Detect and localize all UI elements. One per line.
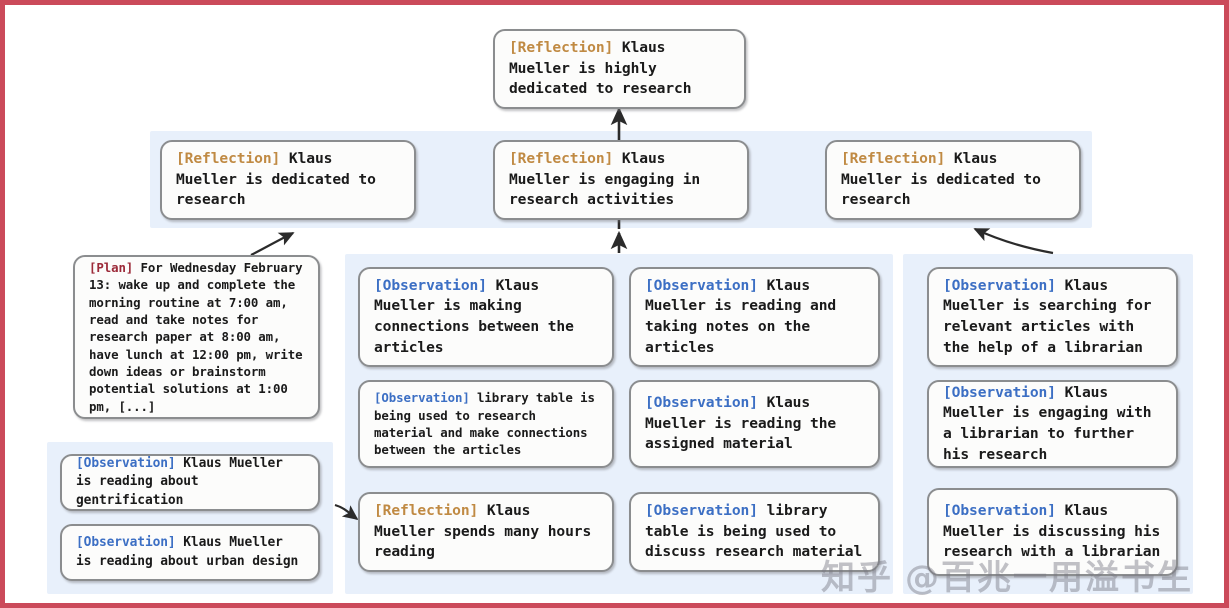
tag-reflection: [Reflection] (176, 149, 281, 167)
node-text: [Plan] For Wednesday February 13: wake u… (75, 259, 318, 415)
tag-observation: [Observation] (645, 276, 758, 294)
node-row2-reflection-3[interactable]: [Reflection] Klaus Mueller is dedicated … (825, 140, 1081, 220)
node-column-c-3[interactable]: [Observation] library table is being use… (629, 492, 880, 572)
node-body: Klaus Mueller is reading about urban des… (76, 535, 299, 569)
node-column-b-3[interactable]: [Reflection] Klaus Mueller spends many h… (358, 492, 614, 572)
node-body: For Wednesday February 13: wake up and c… (89, 259, 310, 414)
tag-observation: [Observation] (374, 390, 470, 406)
tag-reflection: [Reflection] (509, 149, 614, 167)
node-body: Klaus Mueller spends many hours reading (374, 501, 600, 561)
node-column-b-1[interactable]: [Observation] Klaus Mueller is making co… (358, 267, 614, 367)
node-text: [Reflection] Klaus Mueller is dedicated … (827, 149, 1079, 211)
tag-observation: [Observation] (645, 393, 758, 411)
node-text: [Observation] Klaus Mueller is searching… (929, 276, 1176, 359)
node-body: Klaus Mueller is reading and taking note… (645, 276, 845, 356)
tag-observation: [Observation] (374, 276, 487, 294)
tag-observation: [Observation] (76, 535, 176, 551)
tag-observation: [Observation] (76, 456, 176, 472)
node-body: library table is being used to research … (374, 390, 603, 458)
node-text: [Observation] Klaus Mueller is making co… (360, 276, 612, 359)
node-column-d-2[interactable]: [Observation] Klaus Mueller is engaging … (927, 380, 1178, 468)
node-body: Klaus Mueller is engaging in research ac… (509, 149, 709, 209)
node-plan[interactable]: [Plan] For Wednesday February 13: wake u… (73, 255, 320, 419)
node-text: [Observation] Klaus Mueller is reading t… (631, 393, 878, 455)
node-body: Klaus Mueller is dedicated to research (841, 149, 1050, 209)
node-text: [Observation] Klaus Mueller is reading a… (62, 534, 318, 571)
node-row2-reflection-1[interactable]: [Reflection] Klaus Mueller is dedicated … (160, 140, 416, 220)
node-text: [Reflection] Klaus Mueller spends many h… (360, 501, 612, 563)
tag-observation: [Observation] (943, 501, 1056, 519)
tag-observation: [Observation] (943, 276, 1056, 294)
node-body: Klaus Mueller is reading the assigned ma… (645, 393, 845, 453)
node-text: [Reflection] Klaus Mueller is highly ded… (495, 38, 744, 100)
node-text: [Observation] Klaus Mueller is discussin… (929, 501, 1176, 563)
tag-reflection: [Reflection] (841, 149, 946, 167)
node-text: [Observation] library table is being use… (360, 389, 612, 458)
tag-plan: [Plan] (89, 259, 134, 275)
node-column-d-1[interactable]: [Observation] Klaus Mueller is searching… (927, 267, 1178, 367)
node-column-c-2[interactable]: [Observation] Klaus Mueller is reading t… (629, 380, 880, 468)
node-left-observation-2[interactable]: [Observation] Klaus Mueller is reading a… (60, 524, 320, 581)
node-body: Klaus Mueller is reading about gentrific… (76, 456, 291, 508)
node-body: Klaus Mueller is dedicated to research (176, 149, 385, 209)
node-top-reflection[interactable]: [Reflection] Klaus Mueller is highly ded… (493, 29, 746, 109)
node-text: [Reflection] Klaus Mueller is engaging i… (495, 149, 747, 211)
node-text: [Observation] Klaus Mueller is reading a… (631, 276, 878, 359)
node-column-d-3[interactable]: [Observation] Klaus Mueller is discussin… (927, 488, 1178, 576)
node-text: [Observation] Klaus Mueller is engaging … (929, 383, 1176, 466)
tag-reflection: [Reflection] (509, 38, 614, 56)
node-column-c-1[interactable]: [Observation] Klaus Mueller is reading a… (629, 267, 880, 367)
watermark-logo: 知乎 (821, 558, 893, 598)
node-column-b-2[interactable]: [Observation] library table is being use… (358, 380, 614, 468)
node-body: Klaus Mueller is highly dedicated to res… (509, 38, 692, 98)
node-text: [Reflection] Klaus Mueller is dedicated … (162, 149, 414, 211)
watermark-handle: @百兆一用溢书生 (905, 558, 1193, 598)
node-body: Klaus Mueller is engaging with a librari… (943, 383, 1161, 463)
node-text: [Observation] library table is being use… (631, 501, 878, 563)
node-body: library table is being used to discuss r… (645, 501, 863, 561)
node-text: [Observation] Klaus Mueller is reading a… (62, 455, 318, 510)
node-body: Klaus Mueller is making connections betw… (374, 276, 583, 356)
node-body: Klaus Mueller is discussing his research… (943, 501, 1169, 561)
tag-observation: [Observation] (645, 501, 758, 519)
tag-observation: [Observation] (943, 383, 1056, 401)
node-body: Klaus Mueller is searching for relevant … (943, 276, 1161, 356)
tag-reflection: [Reflection] (374, 501, 479, 519)
node-row2-reflection-2[interactable]: [Reflection] Klaus Mueller is engaging i… (493, 140, 749, 220)
node-left-observation-1[interactable]: [Observation] Klaus Mueller is reading a… (60, 454, 320, 511)
